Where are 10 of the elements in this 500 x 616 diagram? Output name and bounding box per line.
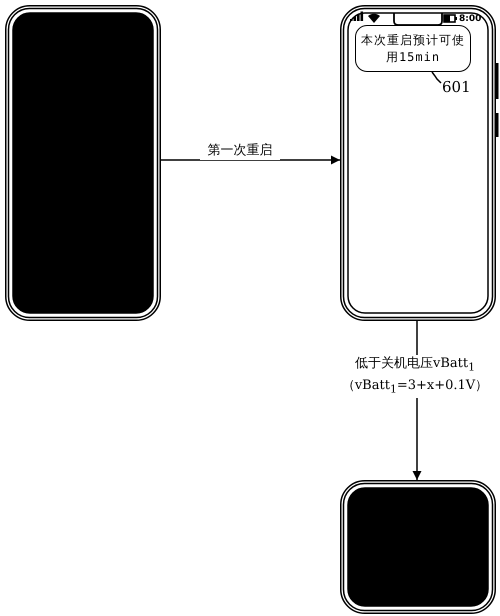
leader-line — [431, 72, 442, 84]
arrow — [161, 156, 340, 164]
clock-text: 8:00 — [459, 13, 482, 25]
callout-number: 601 — [442, 78, 472, 96]
phone-drawing — [5, 5, 161, 321]
phone-drawing — [340, 5, 496, 321]
edge-label: 第一次重启 — [200, 142, 280, 160]
speech-bubble — [355, 25, 471, 72]
phone-drawing — [340, 480, 496, 614]
notification-text: 本次重启预计可使用15min — [360, 32, 466, 66]
